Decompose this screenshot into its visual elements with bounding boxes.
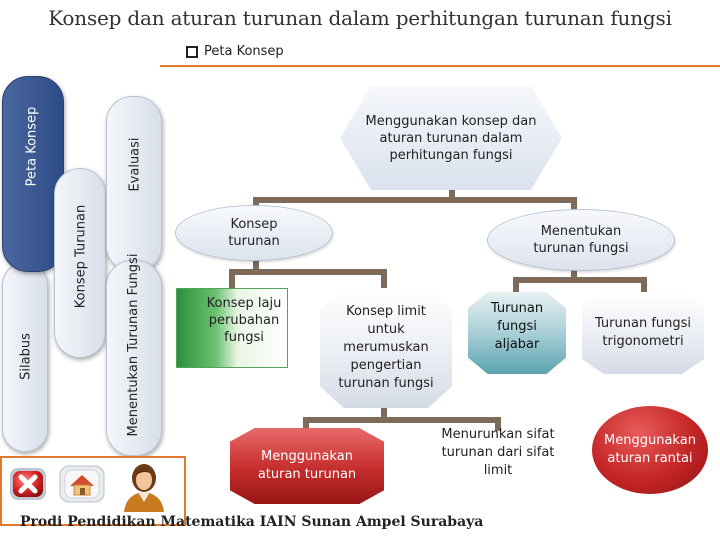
node-konsep-turunan: Konsep turunan [176, 206, 332, 260]
section-subtitle: Peta Konsep [204, 44, 284, 59]
node-menurunkan-sifat: Menurunkan sifat turunan dari sifat limi… [441, 427, 555, 478]
node-main-goal: Menggunakan konsep dan aturan turunan da… [340, 86, 562, 190]
node-menggunakan-aturan: Menggunakan aturan turunan [230, 428, 384, 504]
close-icon [10, 468, 46, 500]
section-heading: Peta Konsep [186, 44, 284, 59]
home-button[interactable] [56, 462, 105, 506]
tab-peta-konsep[interactable]: Peta Konsep [2, 76, 64, 272]
tab-menentukan-turunan-fungsi[interactable]: Menentukan Turunan Fungsi [106, 254, 162, 456]
node-konsep-limit: Konsep limit untuk merumuskan pengertian… [320, 288, 452, 408]
square-bullet-icon [186, 45, 198, 58]
node-turunan-aljabar: Turunan fungsi aljabar [468, 292, 566, 374]
node-turunan-trigonometri: Turunan fungsi trigonometri [582, 292, 704, 374]
home-icon [59, 465, 105, 503]
tab-konsep-turunan[interactable]: Konsep Turunan [54, 168, 106, 358]
user-avatar [118, 460, 170, 512]
close-button[interactable] [4, 462, 52, 506]
tab-evaluasi[interactable]: Evaluasi [106, 96, 162, 272]
page-title: Konsep dan aturan turunan dalam perhitun… [48, 6, 672, 30]
node-aturan-rantai: Menggunakan aturan rantai [592, 406, 708, 494]
node-menentukan-turunan-fungsi: Menentukan turunan fungsi [488, 210, 674, 270]
header-divider [160, 65, 720, 67]
footer-institution: Prodi Pendidikan Matematika IAIN Sunan A… [20, 514, 484, 530]
user-avatar-icon [124, 464, 164, 512]
node-konsep-laju: Konsep laju perubahan fungsi [176, 288, 288, 368]
